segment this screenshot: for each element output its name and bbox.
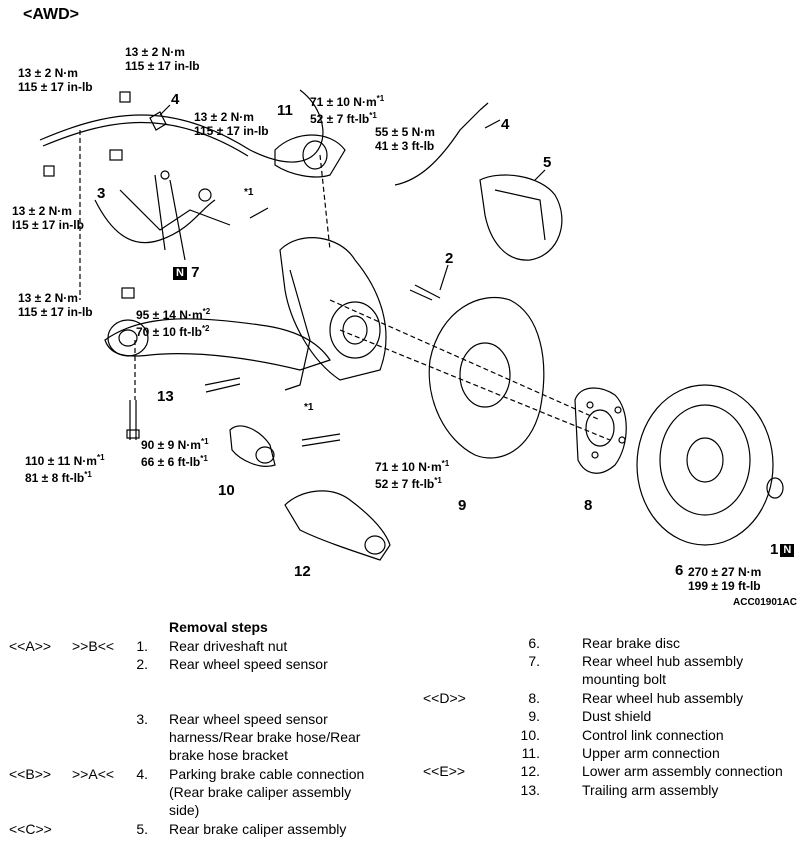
control-link	[229, 425, 276, 467]
step-number: 7.	[528, 653, 540, 669]
callout-3: 3	[97, 185, 106, 202]
step-number: 2.	[136, 656, 148, 672]
star-note-2: *1	[304, 402, 314, 413]
step-text: (Rear brake caliper assembly	[169, 784, 352, 800]
step-marker: <<E>>	[423, 763, 466, 779]
lower-arm	[284, 490, 391, 561]
step-text: Upper arm connection	[582, 745, 720, 761]
figure-reference: ACC01901AC	[733, 597, 797, 608]
step-number: 8.	[528, 690, 540, 706]
step-text: Rear wheel hub assembly	[582, 653, 744, 669]
callout-7: N 7	[171, 264, 199, 281]
trailing-arm	[104, 318, 331, 371]
removal-steps-heading: Removal steps	[169, 619, 268, 635]
callout-5: 5	[543, 154, 552, 171]
step-number: 9.	[528, 708, 540, 724]
step-text: Rear driveshaft nut	[169, 638, 288, 654]
step-text: Lower arm assembly connection	[582, 763, 783, 779]
bolt-icon	[43, 91, 135, 299]
step-number: 10.	[520, 727, 540, 743]
hub-assembly	[574, 387, 627, 474]
callout-8: 8	[584, 497, 593, 514]
page-title: <AWD>	[23, 6, 80, 23]
step-text: Rear wheel speed sensor	[169, 711, 328, 727]
n-badge: N	[173, 266, 187, 280]
callout-10: 10	[218, 482, 235, 499]
step-number: 3.	[136, 711, 148, 727]
step-marker: <<A>>	[9, 638, 52, 654]
dust-shield	[428, 296, 545, 459]
step-text: Control link connection	[582, 727, 724, 743]
step-marker: <<C>>	[9, 821, 52, 837]
knuckle	[279, 237, 387, 381]
step-text: Dust shield	[582, 708, 652, 724]
step-text: Trailing arm assembly	[582, 782, 719, 798]
exploded-suspension-diagram	[39, 89, 784, 561]
step-number: 12.	[520, 763, 540, 779]
step-text: Rear brake disc	[582, 635, 681, 651]
step-marker: <<B>>	[9, 766, 52, 782]
star-note-1: *1	[244, 187, 254, 198]
brake-disc	[636, 384, 774, 546]
step-marker: >>B<<	[72, 638, 115, 654]
callout-13: 13	[157, 388, 174, 405]
step-number: 1.	[136, 638, 148, 654]
step-text: Parking brake cable connection	[169, 766, 365, 782]
callout-9: 9	[458, 497, 467, 514]
step-text: brake hose bracket	[169, 747, 289, 763]
step-number: 11.	[521, 745, 540, 761]
step-number: 13.	[520, 782, 540, 798]
n-badge: N	[780, 543, 795, 557]
step-text: Rear brake caliper assembly	[169, 821, 347, 837]
parking-brake-cable	[39, 89, 324, 163]
brake-caliper	[479, 174, 563, 261]
step-marker: >>A<<	[72, 766, 115, 782]
step-number: 4.	[136, 766, 148, 782]
callout-4-right: 4	[501, 116, 510, 133]
step-text: Rear wheel speed sensor	[169, 656, 328, 672]
step-number: 5.	[136, 821, 148, 837]
callout-12: 12	[294, 563, 311, 580]
callout-4-left: 4	[171, 91, 180, 108]
callout-6: 6	[675, 562, 684, 579]
step-text: Rear wheel hub assembly	[582, 690, 744, 706]
step-text: side)	[169, 802, 200, 818]
callout-11: 11	[277, 102, 293, 119]
step-number: 6.	[528, 635, 540, 651]
callout-2: 2	[445, 250, 454, 267]
step-text: harness/Rear brake hose/Rear	[169, 729, 361, 745]
step-text: mounting bolt	[582, 671, 667, 687]
upper-arm	[274, 134, 346, 178]
driveshaft-nut	[766, 477, 784, 499]
step-marker: <<D>>	[423, 690, 466, 706]
brake-hose-bracket	[94, 199, 216, 244]
